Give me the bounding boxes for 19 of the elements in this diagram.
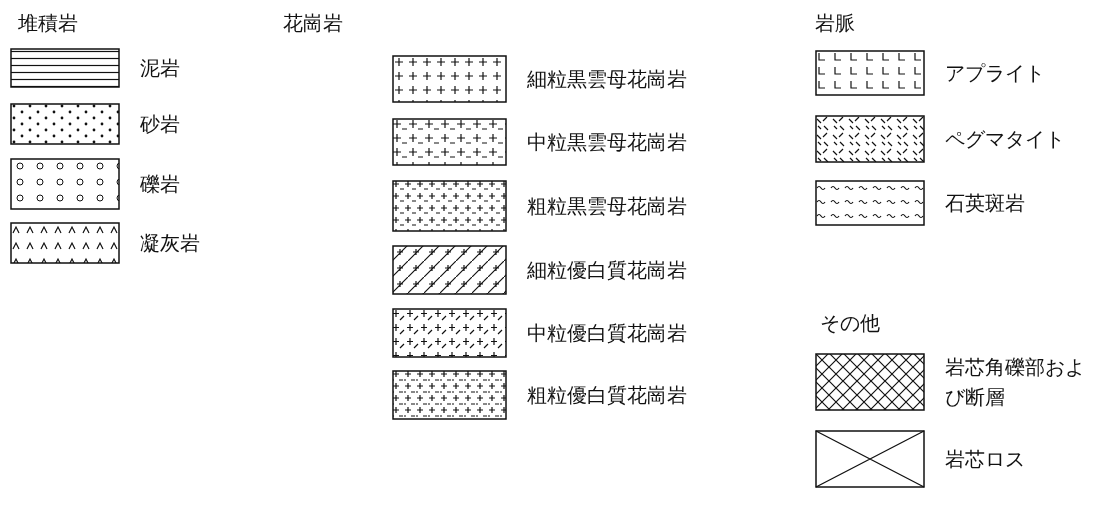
- heading: 堆積岩: [18, 10, 78, 37]
- legend-text: 細粒優白質花崗岩: [527, 257, 688, 284]
- legend-text: ペグマタイト: [945, 126, 1066, 153]
- legend-text: 粗粒黒雲母花崗岩: [527, 193, 688, 220]
- legend-text: 中粒黒雲母花崗岩: [527, 129, 688, 156]
- heading: 花崗岩: [283, 10, 343, 37]
- legend-text: 凝灰岩: [140, 230, 201, 257]
- legend-text: 礫岩: [140, 171, 181, 198]
- legend-text: 中粒優白質花崗岩: [527, 320, 688, 347]
- heading: 岩脈: [815, 10, 855, 37]
- heading: その他: [820, 310, 880, 337]
- legend-text: アプライト: [945, 60, 1046, 87]
- legend-text: 岩芯角礫部および断層: [945, 354, 1086, 411]
- legend-text: 細粒黒雲母花崗岩: [527, 66, 688, 93]
- legend-text: 粗粒優白質花崗岩: [527, 382, 688, 409]
- legend-text: 砂岩: [140, 111, 181, 138]
- legend-text: 岩芯ロス: [945, 446, 1026, 473]
- legend-text: 石英斑岩: [945, 190, 1026, 217]
- legend-text: 泥岩: [140, 55, 181, 82]
